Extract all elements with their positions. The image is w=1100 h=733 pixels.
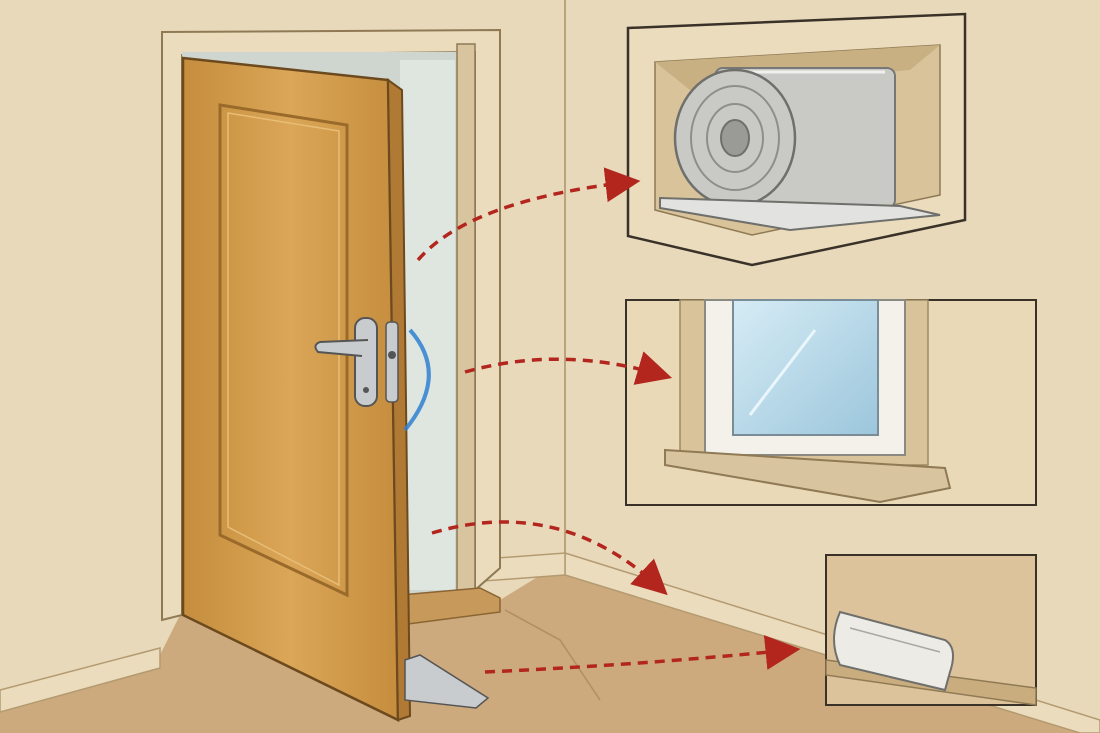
arrow-to-baseboard [431, 520, 668, 596]
left-baseboard [0, 647, 161, 713]
inset-rolled-insulation [626, 12, 967, 267]
frame-jamb-right [456, 43, 476, 593]
draft-arrows [416, 167, 801, 674]
door-edge [386, 78, 412, 722]
lever-handle-icon[interactable] [314, 317, 378, 407]
window-icon [704, 299, 906, 456]
arrow-to-vent [484, 635, 801, 674]
door-wedge [404, 654, 490, 709]
curved-arrow-icon [403, 328, 431, 432]
arrow-to-insulation [416, 167, 641, 262]
inset-window-sill [625, 299, 1037, 506]
doorway-light [400, 60, 455, 590]
arrow-to-window [464, 351, 673, 385]
insulation-roll-icon [659, 67, 941, 232]
door-panel-inner [227, 112, 340, 587]
door-panel [218, 103, 349, 598]
inset-baseboard-vent [825, 554, 1037, 706]
door[interactable] [181, 56, 490, 723]
vent-cover-icon [833, 610, 955, 692]
door-latch-plate [385, 321, 399, 403]
floor-seam [504, 609, 601, 701]
window-sill-ledge [664, 448, 952, 504]
